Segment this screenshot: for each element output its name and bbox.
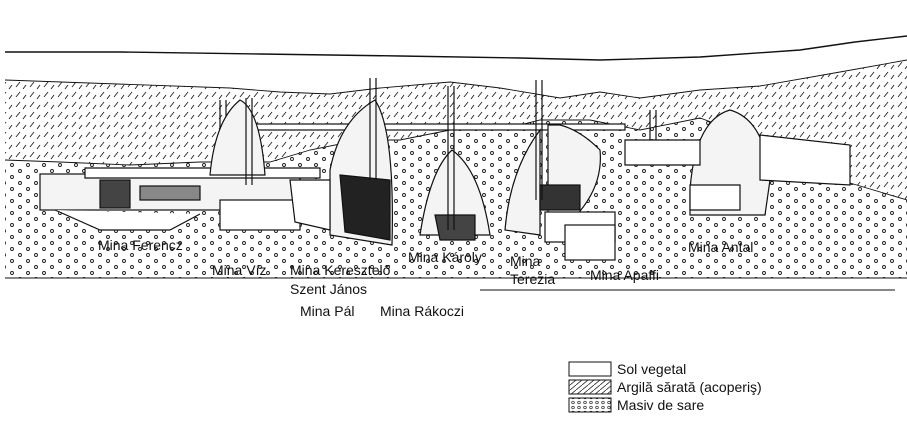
label-mina-karoly: Mina Károly bbox=[408, 249, 482, 265]
legend-label-sol-vegetal: Sol vegetal bbox=[617, 361, 686, 377]
label-mina-terezia-line1: Mina bbox=[510, 253, 541, 269]
label-mina-terezia-line2: Terezia bbox=[510, 271, 555, 287]
legend-label-argila-sarata: Argilă sărată (acoperiş) bbox=[617, 379, 762, 395]
mine-keresztelo-workings bbox=[289, 78, 393, 246]
mine-labels: Mina Ferencz Mina Víz Mina Keresztelő Sz… bbox=[98, 237, 753, 319]
label-mina-pal: Mina Pál bbox=[300, 303, 354, 319]
label-mina-rakoczi: Mina Rákoczi bbox=[380, 303, 464, 319]
legend-label-masiv-de-sare: Masiv de sare bbox=[617, 397, 704, 413]
mine-workings bbox=[39, 78, 851, 261]
label-szent-janos: Szent János bbox=[290, 281, 367, 297]
soil-layer bbox=[5, 36, 907, 98]
mine-viz-workings bbox=[209, 98, 301, 231]
label-mina-apaffi: Mina Apaffi bbox=[590, 267, 659, 283]
mine-antal-workings bbox=[624, 109, 851, 216]
label-mina-ferencz: Mina Ferencz bbox=[98, 237, 183, 253]
mine-terezia-workings bbox=[504, 80, 616, 261]
label-mina-antal: Mina Antal bbox=[688, 239, 753, 255]
soil-clay-boundary bbox=[4, 59, 907, 99]
mine-karoly-workings bbox=[419, 86, 491, 241]
legend: Sol vegetal Argilă sărată (acoperiş) Mas… bbox=[568, 361, 762, 413]
label-mina-keresztelo: Mina Keresztelő bbox=[290, 262, 391, 278]
legend-swatch-argila-sarata bbox=[568, 379, 612, 395]
legend-swatch-masiv-de-sare bbox=[568, 397, 612, 413]
legend-swatch-sol-vegetal bbox=[568, 361, 612, 377]
label-mina-viz: Mina Víz bbox=[212, 262, 266, 278]
surface-line bbox=[5, 35, 907, 61]
